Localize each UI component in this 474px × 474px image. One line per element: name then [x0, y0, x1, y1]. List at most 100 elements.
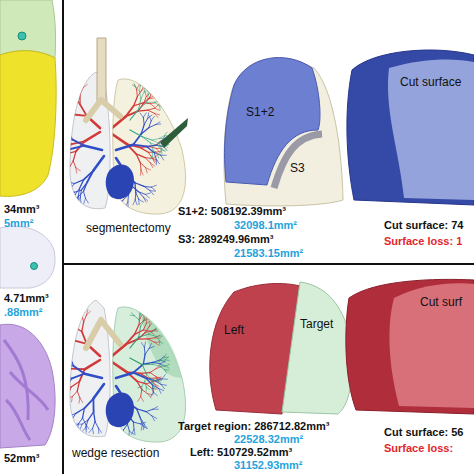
lesion	[18, 32, 26, 40]
vessel	[152, 156, 153, 160]
vessel	[153, 392, 157, 396]
vessel	[64, 111, 73, 115]
vessel	[70, 192, 75, 195]
vessel	[69, 387, 72, 394]
vessel	[67, 333, 74, 340]
vessel	[152, 138, 159, 140]
shape-part	[389, 283, 474, 408]
vessel	[51, 136, 55, 140]
vessel	[146, 387, 149, 390]
measurement: .88mm²	[4, 306, 43, 319]
vessel	[54, 113, 58, 117]
vessel	[82, 315, 84, 322]
vessel	[152, 416, 154, 421]
vessel	[133, 422, 140, 424]
vessel	[142, 390, 148, 394]
vessel	[66, 189, 70, 192]
vessel	[53, 153, 57, 156]
vessel	[138, 110, 148, 111]
vessel	[145, 374, 147, 381]
vessel	[54, 152, 59, 154]
vessel	[74, 84, 78, 88]
vessel	[136, 193, 139, 200]
vessel	[85, 424, 86, 429]
vessel	[151, 392, 154, 397]
vessel	[155, 328, 160, 330]
vessel	[55, 131, 57, 136]
measurement: 32098.1mm²	[234, 219, 297, 232]
vessel	[146, 409, 153, 411]
vessel	[139, 103, 147, 110]
vessel	[116, 145, 133, 150]
vessel	[51, 136, 56, 137]
vessel	[150, 156, 152, 160]
vessel	[55, 146, 62, 149]
vessel	[148, 394, 151, 398]
vessel	[149, 322, 152, 326]
vessel	[67, 397, 72, 399]
vessel	[148, 152, 152, 158]
cut-surface-model: Cut surf	[344, 278, 474, 414]
vessel	[149, 86, 151, 90]
vessel	[52, 112, 57, 113]
measurement: Surface loss:	[384, 442, 453, 455]
vessel	[130, 130, 142, 137]
vessel	[84, 171, 94, 180]
vessel	[141, 343, 144, 348]
vessel	[71, 194, 75, 197]
vessel	[160, 325, 162, 328]
vessel	[142, 382, 145, 387]
vessel	[152, 380, 154, 385]
vessel	[142, 137, 152, 140]
vessel	[145, 193, 150, 194]
vessel	[75, 168, 77, 173]
vessel	[128, 431, 130, 436]
vessel	[85, 146, 102, 150]
vessel	[80, 88, 83, 95]
vessel	[153, 409, 158, 410]
vessel	[142, 365, 146, 374]
measurement: 52mm³	[4, 452, 39, 465]
vessel	[55, 136, 57, 141]
vessel	[84, 198, 86, 203]
vessel	[145, 158, 150, 163]
vessel	[82, 322, 84, 332]
vessel	[148, 312, 149, 316]
measurement: Cut surface: 56	[384, 426, 463, 439]
vessel	[73, 151, 76, 160]
vessel	[139, 86, 141, 92]
vessel	[119, 200, 124, 203]
vessel	[144, 186, 150, 190]
vessel	[89, 428, 93, 432]
vessel	[158, 146, 162, 150]
vessel	[53, 117, 56, 121]
region-name: Cut surf	[420, 296, 462, 310]
vessel	[51, 134, 56, 136]
vessel	[55, 140, 62, 141]
vessel	[56, 380, 59, 384]
vessel	[50, 363, 55, 365]
vessel	[153, 364, 160, 366]
measurement: Target region: 286712.82mm³	[178, 420, 329, 433]
shape-part	[346, 279, 474, 414]
vessel	[161, 150, 165, 151]
vessel	[51, 359, 56, 360]
vessel	[162, 335, 166, 336]
vessel	[69, 191, 74, 193]
shape-part	[388, 60, 474, 200]
vessel	[76, 408, 84, 413]
vessel	[75, 180, 84, 184]
vessel	[52, 381, 56, 385]
vessel	[65, 88, 69, 91]
vessel	[134, 83, 136, 87]
vessel	[50, 151, 55, 153]
vessel	[60, 159, 62, 164]
vessel	[84, 399, 93, 409]
vessel	[55, 372, 62, 374]
vessel	[63, 138, 73, 140]
vessel	[149, 125, 156, 128]
vessel	[151, 143, 154, 150]
vessel	[141, 311, 143, 315]
vessel	[68, 394, 69, 399]
shape-part	[347, 50, 474, 205]
